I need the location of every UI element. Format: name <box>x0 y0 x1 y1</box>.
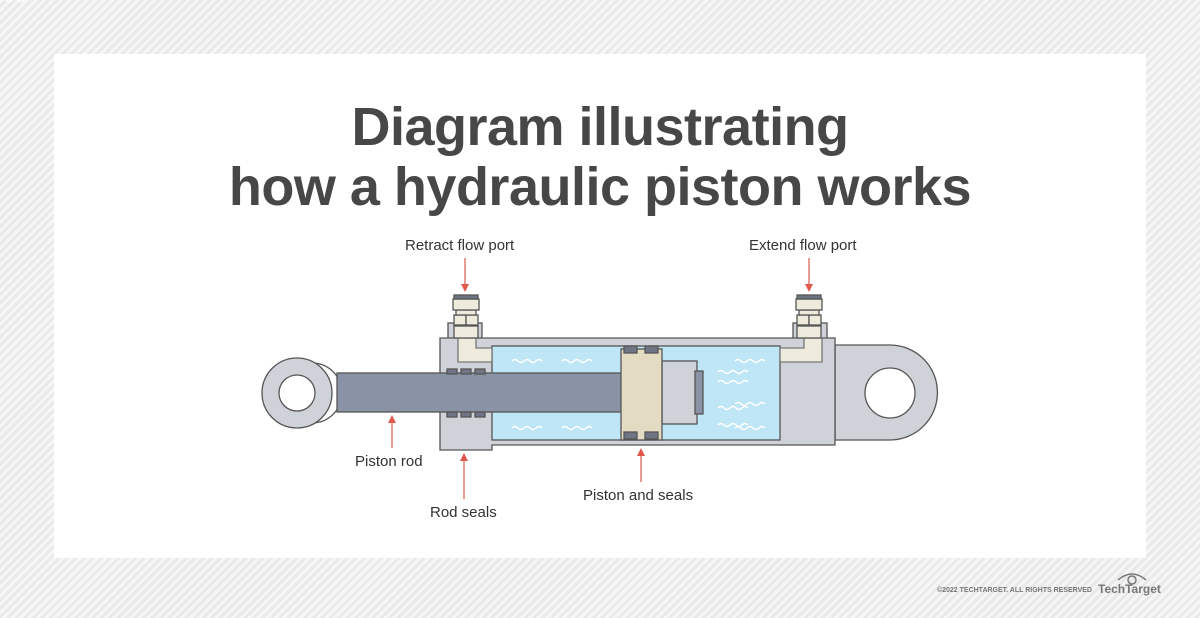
extend-port-fitting <box>795 294 823 339</box>
diagram-card <box>54 54 1146 558</box>
piston <box>620 348 663 441</box>
label-retract-flow-port: Retract flow port <box>405 237 515 254</box>
label-piston-and-seals: Piston and seals <box>583 487 694 504</box>
title-line-2: how a hydraulic piston works <box>228 157 972 217</box>
extend-channel <box>779 337 823 363</box>
rod-eye-hole <box>278 374 316 412</box>
piston-seals <box>623 345 659 440</box>
title-line-1: Diagram illustrating <box>351 97 849 157</box>
cap-eye-hole <box>864 367 916 419</box>
callout-arrows <box>388 258 813 499</box>
label-rod-seals: Rod seals <box>430 504 497 521</box>
piston-head <box>661 360 698 425</box>
rod-seals <box>446 368 486 418</box>
piston-rod <box>336 372 623 413</box>
label-piston-rod: Piston rod <box>355 453 423 470</box>
techtarget-logo: TechTarget <box>1098 582 1161 596</box>
copyright-text: ©2022 TECHTARGET. ALL RIGHTS RESERVED <box>936 587 1092 594</box>
retract-port-fitting <box>452 294 480 339</box>
label-extend-flow-port: Extend flow port <box>749 237 857 254</box>
